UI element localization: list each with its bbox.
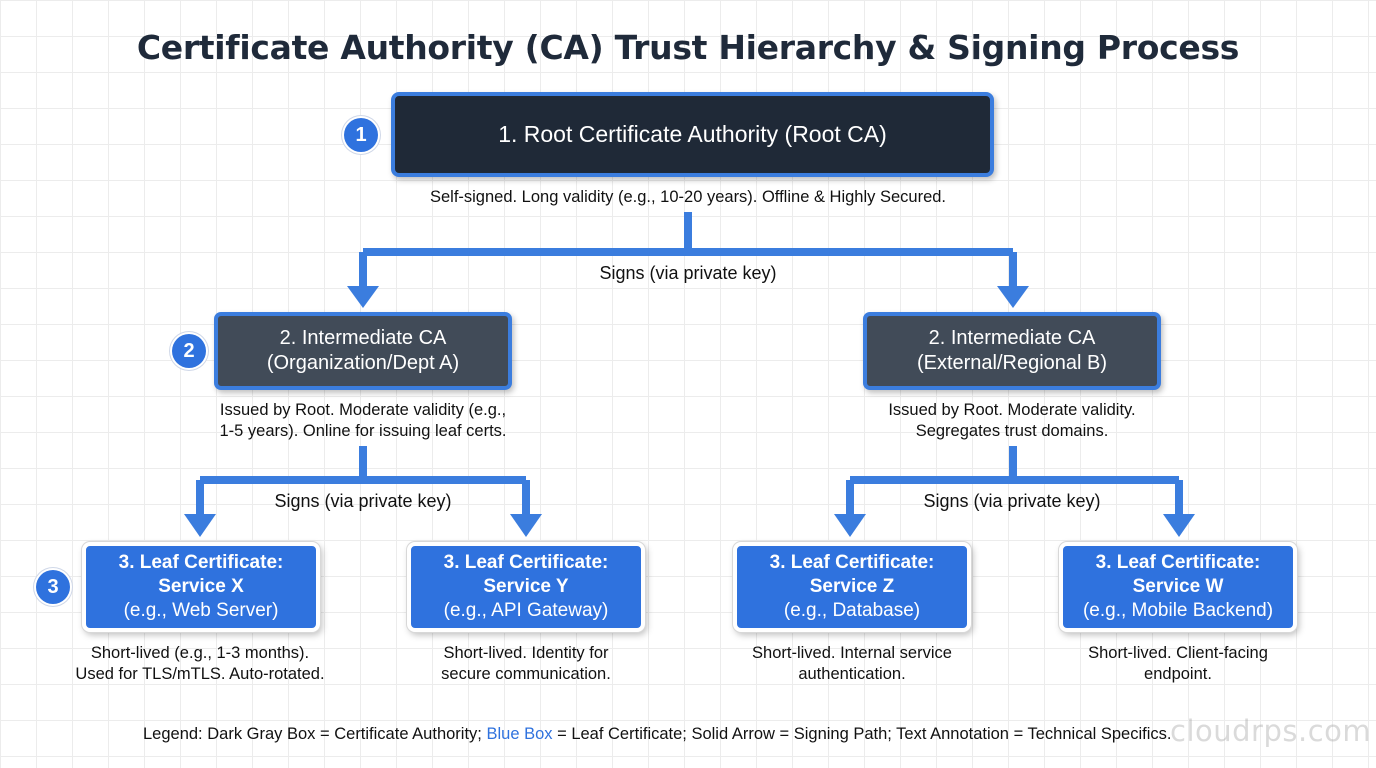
leaf-y-service: Service Y [483, 576, 569, 597]
intermediate-b-to-leaves-connector [846, 446, 1183, 516]
leaf-y-note: Short-lived. Identity for secure communi… [366, 643, 686, 685]
leaf-y-note-line2: secure communication. [441, 665, 611, 683]
leaf-x-note: Short-lived (e.g., 1-3 months). Used for… [40, 643, 360, 685]
leaf-z-note-line2: authentication. [798, 665, 906, 683]
step-badge-3: 3 [36, 570, 70, 604]
leaf-z-note: Short-lived. Internal service authentica… [692, 643, 1012, 685]
arrowhead-intermediate-a [347, 286, 379, 308]
step-badge-1: 1 [344, 118, 378, 152]
intermediate-ca-a-note-line2: 1-5 years). Online for issuing leaf cert… [219, 422, 507, 440]
leaf-certificate-service-y: 3. Leaf Certificate: Service Y (e.g., AP… [407, 542, 645, 632]
leaf-certificate-service-z: 3. Leaf Certificate: Service Z (e.g., Da… [733, 542, 971, 632]
legend-suffix: = Leaf Certificate; Solid Arrow = Signin… [552, 725, 1172, 743]
arrowhead-leaf-w [1163, 514, 1195, 537]
legend-prefix: Legend: Dark Gray Box = Certificate Auth… [143, 725, 487, 743]
root-ca-label: 1. Root Certificate Authority (Root CA) [498, 121, 887, 147]
arrowhead-leaf-z [834, 514, 866, 537]
arrowhead-leaf-x [184, 514, 216, 537]
arrowhead-leaf-y [510, 514, 542, 537]
legend-blue-term: Blue Box [486, 725, 553, 743]
intermediate-ca-b-note-line2: Segregates trust domains. [915, 422, 1109, 440]
intermediate-ca-b-box: 2. Intermediate CA (External/Regional B) [863, 312, 1161, 390]
leaf-x-service: Service X [158, 576, 244, 597]
legend: Legend: Dark Gray Box = Certificate Auth… [143, 725, 1171, 744]
root-ca-box: 1. Root Certificate Authority (Root CA) [391, 92, 994, 177]
leaf-w-note-line2: endpoint. [1144, 665, 1212, 683]
root-to-intermediates-connector [359, 212, 1017, 288]
intermediate-ca-a-title: 2. Intermediate CA [279, 327, 447, 349]
intermediate-ca-b-subtitle: (External/Regional B) [916, 352, 1108, 374]
leaf-y-title: 3. Leaf Certificate: [443, 552, 609, 573]
intermediate-ca-a-box: 2. Intermediate CA (Organization/Dept A) [214, 312, 512, 390]
intermediate-ca-b-note: Issued by Root. Moderate validity. Segre… [827, 400, 1197, 442]
root-ca-note: Self-signed. Long validity (e.g., 10-20 … [429, 188, 947, 206]
leaf-z-service: Service Z [809, 576, 895, 597]
intermediate-ca-a-subtitle: (Organization/Dept A) [266, 352, 460, 374]
intermediate-ca-b-note-line1: Issued by Root. Moderate validity. [888, 401, 1136, 419]
leaf-z-example: (e.g., Database) [783, 600, 921, 621]
leaf-w-title: 3. Leaf Certificate: [1095, 552, 1261, 573]
leaf-w-example: (e.g., Mobile Backend) [1082, 600, 1274, 621]
intermediate-a-to-leaves-connector [196, 446, 530, 516]
leaf-x-note-line1: Short-lived (e.g., 1-3 months). [90, 644, 310, 662]
leaf-x-title: 3. Leaf Certificate: [118, 552, 284, 573]
leaf-w-service: Service W [1132, 576, 1224, 597]
watermark: cloudrps.com [1170, 714, 1372, 748]
signs-label-intermediate-b: Signs (via private key) [923, 491, 1101, 511]
step-badge-2: 2 [172, 334, 206, 368]
arrowhead-intermediate-b [997, 286, 1029, 308]
intermediate-ca-b-title: 2. Intermediate CA [928, 327, 1096, 349]
leaf-certificate-service-w: 3. Leaf Certificate: Service W (e.g., Mo… [1059, 542, 1297, 632]
signs-label-intermediate-a: Signs (via private key) [274, 491, 452, 511]
intermediate-ca-a-note-line1: Issued by Root. Moderate validity (e.g., [219, 401, 507, 419]
signs-label-root: Signs (via private key) [599, 263, 777, 283]
leaf-w-note-line1: Short-lived. Client-facing [1088, 644, 1268, 662]
leaf-x-note-line2: Used for TLS/mTLS. Auto-rotated. [75, 665, 325, 683]
leaf-z-title: 3. Leaf Certificate: [769, 552, 935, 573]
leaf-x-example: (e.g., Web Server) [123, 600, 279, 621]
leaf-w-note: Short-lived. Client-facing endpoint. [1018, 643, 1338, 685]
leaf-certificate-service-x: 3. Leaf Certificate: Service X (e.g., We… [82, 542, 320, 632]
leaf-z-note-line1: Short-lived. Internal service [752, 644, 952, 662]
leaf-y-note-line1: Short-lived. Identity for [443, 644, 609, 662]
leaf-y-example: (e.g., API Gateway) [443, 600, 609, 621]
page-title: Certificate Authority (CA) Trust Hierarc… [136, 28, 1240, 67]
intermediate-ca-a-note: Issued by Root. Moderate validity (e.g.,… [178, 400, 548, 442]
